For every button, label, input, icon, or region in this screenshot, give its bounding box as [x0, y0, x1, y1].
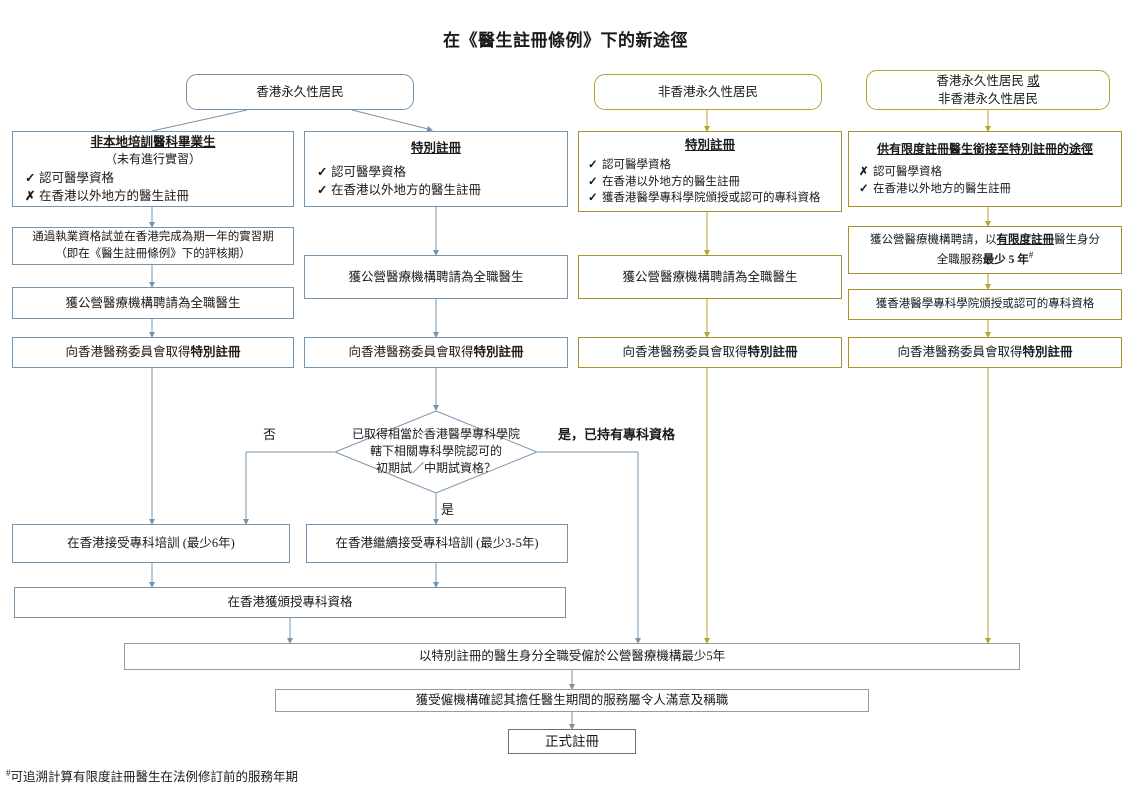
- criterion-item: ✓在香港以外地方的醫生註冊: [849, 181, 1121, 198]
- step-label: 在香港繼續接受專科培訓 (最少3-5年): [335, 536, 539, 551]
- box-obtain-special-registration-col4: 向香港醫務委員會取得特別註冊: [848, 337, 1122, 368]
- decision-line2: 轄下相關專科學院認可的: [369, 443, 502, 458]
- step-label: 向香港醫務委員會取得特別註冊: [622, 345, 798, 360]
- footnote-marker: #: [6, 767, 11, 778]
- box-specialist-training-6yr: 在香港接受專科培訓 (最少6年): [12, 524, 290, 563]
- decision-label-yes-has-specialist: 是，已持有專科資格: [558, 427, 676, 442]
- step-label: 獲公營醫療機構聘請為全職醫生: [65, 295, 241, 310]
- box-title: 特別註冊: [410, 140, 461, 155]
- step-label: 在香港接受專科培訓 (最少6年): [67, 536, 235, 551]
- box-award-specialist-qualification-hk: 在香港獲頒授專科資格: [14, 587, 566, 618]
- pill-label: 非香港永久性居民: [657, 84, 758, 99]
- box-title: 特別註冊: [684, 137, 735, 152]
- box-serve-5-years-public-healthcare: 以特別註冊的醫生身分全職受僱於公營醫療機構最少5年: [124, 643, 1020, 670]
- box-employed-fulltime-col1: 獲公營醫療機構聘請為全職醫生: [12, 287, 294, 319]
- pill-non-hk-permanent-resident: 非香港永久性居民: [594, 74, 822, 110]
- decision-diamond-shape: [334, 410, 538, 494]
- box-employer-confirms-satisfactory: 獲受僱機構確認其擔任醫生期間的服務屬令人滿意及稱職: [275, 689, 869, 712]
- box-full-registration: 正式註冊: [508, 729, 636, 754]
- step-label: 向香港醫務委員會取得特別註冊: [348, 345, 524, 360]
- criterion-item: ✓在香港以外地方的醫生註冊: [579, 174, 841, 191]
- step-label: 獲受僱機構確認其擔任醫生期間的服務屬令人滿意及稱職: [415, 693, 729, 708]
- pill-label-line2: 非香港永久性居民: [937, 92, 1038, 106]
- pill-label: 香港永久性居民: [256, 84, 344, 99]
- criterion-item: ✗在香港以外地方的醫生註冊: [13, 187, 293, 205]
- step-line1: 獲公營醫療機構聘請，以有限度註冊醫生身分: [870, 233, 1100, 246]
- box-employed-fulltime-col2: 獲公營醫療機構聘請為全職醫生: [304, 255, 568, 299]
- check-icon: ✓: [859, 182, 869, 195]
- step-label: 在香港獲頒授專科資格: [227, 595, 353, 610]
- criterion-item: ✓在香港以外地方的醫生註冊: [305, 181, 567, 199]
- page-title: 在《醫生註冊條例》下的新途徑: [443, 31, 688, 50]
- box-title: 供有限度註冊醫生銜接至特別註冊的途徑: [876, 141, 1093, 156]
- cross-icon: ✗: [859, 166, 869, 179]
- box-obtain-special-registration-col2: 向香港醫務委員會取得特別註冊: [304, 337, 568, 368]
- decision-line3: 初期試／中期試資格？: [375, 460, 496, 475]
- decision-line1: 已取得相當於香港醫學專科學院: [351, 427, 520, 441]
- box-obtain-special-registration-col1: 向香港醫務委員會取得特別註冊: [12, 337, 294, 368]
- decision-label-yes: 是: [441, 502, 455, 517]
- footnote-text: 可追溯計算有限度註冊醫生在法例修訂前的服務年期: [10, 770, 299, 784]
- step-label: 向香港醫務委員會取得特別註冊: [65, 345, 241, 360]
- box-specialist-training-continue: 在香港繼續接受專科培訓 (最少3-5年): [306, 524, 568, 563]
- step-label: 獲香港醫學專科學院頒授或認可的專科資格: [875, 298, 1095, 311]
- box-title: 非本地培訓醫科畢業生: [90, 135, 216, 150]
- box-subtitle: （未有進行實習）: [104, 152, 201, 167]
- criterion-item: ✓認可醫學資格: [13, 169, 293, 187]
- criterion-item: ✓認可醫學資格: [305, 163, 567, 181]
- step-line1: 通過執業資格試並在香港完成為期一年的實習期: [32, 231, 274, 244]
- check-icon: ✓: [25, 170, 36, 185]
- pill-hk-permanent-resident-col1: 香港永久性居民: [186, 74, 414, 110]
- box-limited-registration-5-years: 獲公營醫療機構聘請，以有限度註冊醫生身分 全職服務最少 5 年#: [848, 226, 1122, 274]
- step-line2: 全職服務最少 5 年#: [936, 249, 1034, 266]
- criterion-item: ✗認可醫學資格: [849, 164, 1121, 181]
- box-special-registration-col2: 特別註冊 ✓認可醫學資格 ✓在香港以外地方的醫生註冊: [304, 131, 568, 207]
- box-non-locally-trained-graduate: 非本地培訓醫科畢業生 （未有進行實習） ✓認可醫學資格 ✗在香港以外地方的醫生註…: [12, 131, 294, 207]
- check-icon: ✓: [588, 159, 598, 172]
- box-employed-fulltime-col3: 獲公營醫療機構聘請為全職醫生: [578, 255, 842, 299]
- box-licensing-exam-internship: 通過執業資格試並在香港完成為期一年的實習期 （即在《醫生註冊條例》下的評核期）: [12, 227, 294, 265]
- box-obtain-special-registration-col3: 向香港醫務委員會取得特別註冊: [578, 337, 842, 368]
- pill-label-line1: 香港永久性居民 或: [936, 73, 1040, 88]
- criterion-item: ✓認可醫學資格: [579, 157, 841, 174]
- step-label: 以特別註冊的醫生身分全職受僱於公營醫療機構最少5年: [418, 649, 726, 664]
- decision-diamond-text: 已取得相當於香港醫學專科學院 轄下相關專科學院認可的 初期試／中期試資格？: [336, 426, 536, 476]
- box-special-registration-col3: 特別註冊 ✓認可醫學資格 ✓在香港以外地方的醫生註冊 ✓獲香港醫學專科學院頒授或…: [578, 131, 842, 212]
- check-icon: ✓: [588, 175, 598, 188]
- criterion-item: ✓獲香港醫學專科學院頒授或認可的專科資格: [579, 190, 841, 207]
- step-label: 獲公營醫療機構聘請為全職醫生: [622, 269, 798, 284]
- footnote: #可追溯計算有限度註冊醫生在法例修訂前的服務年期: [6, 766, 298, 785]
- step-label: 正式註冊: [545, 733, 599, 749]
- check-icon: ✓: [317, 164, 328, 179]
- step-label: 獲公營醫療機構聘請為全職醫生: [348, 269, 524, 284]
- decision-label-no: 否: [263, 427, 277, 442]
- step-line2: （即在《醫生註冊條例》下的評核期）: [55, 248, 251, 260]
- step-label: 向香港醫務委員會取得特別註冊: [897, 345, 1073, 360]
- cross-icon: ✗: [25, 188, 36, 203]
- box-specialist-qualification-hkam: 獲香港醫學專科學院頒授或認可的專科資格: [848, 289, 1122, 320]
- pill-either-resident: 香港永久性居民 或 非香港永久性居民: [866, 70, 1110, 110]
- check-icon: ✓: [588, 192, 598, 205]
- box-limited-to-special-pathway: 供有限度註冊醫生銜接至特別註冊的途徑 ✗認可醫學資格 ✓在香港以外地方的醫生註冊: [848, 131, 1122, 207]
- check-icon: ✓: [317, 183, 328, 198]
